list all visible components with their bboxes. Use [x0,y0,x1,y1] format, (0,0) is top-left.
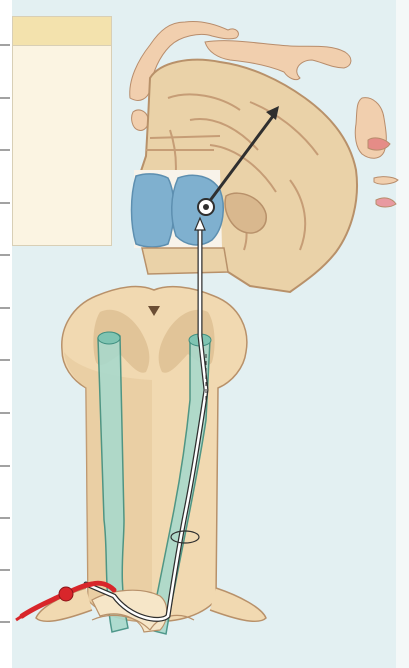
right-margin [396,0,409,668]
brainstem-section [142,248,228,274]
pharynx-icon [376,198,396,207]
thalamus-right [172,175,224,245]
brain-section [132,60,358,292]
sensory-receptor [16,616,22,620]
left-margin [0,0,12,668]
spinal-cord-3d [36,287,266,634]
tract-left-cut [98,332,120,344]
nucleus-dot [203,204,209,210]
thalamus-left [132,174,175,247]
tongue-icon [374,177,398,184]
foot-icon [132,110,149,130]
label-box [12,16,112,246]
dorsal-root-ganglion [59,587,73,601]
label-box-header [13,17,111,46]
